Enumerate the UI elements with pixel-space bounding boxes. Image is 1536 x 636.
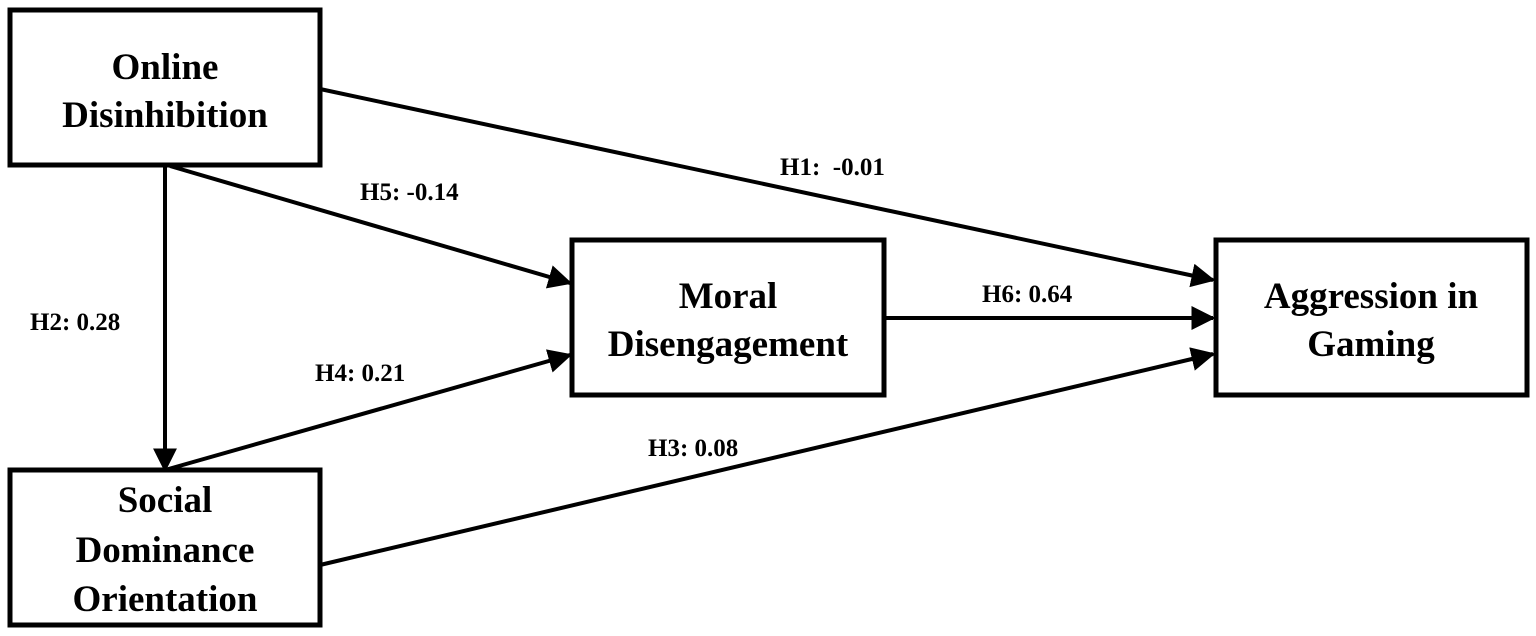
edge-h3-arrow [319,347,1216,567]
edges [153,87,1216,567]
edge-label-h2: H2: 0.28 [30,309,120,336]
node-social-dominance-orientation-line-3: Orientation [73,579,258,620]
edge-h1-arrow [319,87,1216,288]
node-social-dominance-orientation-line-2: Dominance [76,530,255,571]
node-moral-disengagement: Moral Disengagement [569,237,887,398]
edge-labels: H1: -0.01 H2: 0.28 H3: 0.08 H4: 0.21 H5:… [30,154,1073,462]
node-online-disinhibition-line-2: Disinhibition [62,95,268,136]
node-aggression-in-gaming: Aggression in Gaming [1213,237,1530,398]
edge-label-h5: H5: -0.14 [360,179,459,206]
node-social-dominance-orientation: Social Dominance Orientation [7,467,323,628]
edge-h5-arrow [169,164,573,289]
node-aggression-in-gaming-line-2: Gaming [1307,324,1435,365]
node-moral-disengagement-line-2: Disengagement [608,324,849,365]
edge-label-h3: H3: 0.08 [648,435,738,462]
edge-label-h6: H6: 0.64 [982,281,1073,308]
node-moral-disengagement-line-1: Moral [679,276,778,317]
edge-label-h1: H1: -0.01 [780,154,885,181]
node-online-disinhibition-line-1: Online [112,47,219,88]
node-social-dominance-orientation-line-1: Social [118,480,213,521]
edge-label-h4: H4: 0.21 [315,360,405,387]
node-aggression-in-gaming-line-1: Aggression in [1264,276,1479,317]
edge-h4-arrow [164,349,573,472]
node-online-disinhibition: Online Disinhibition [7,7,323,168]
